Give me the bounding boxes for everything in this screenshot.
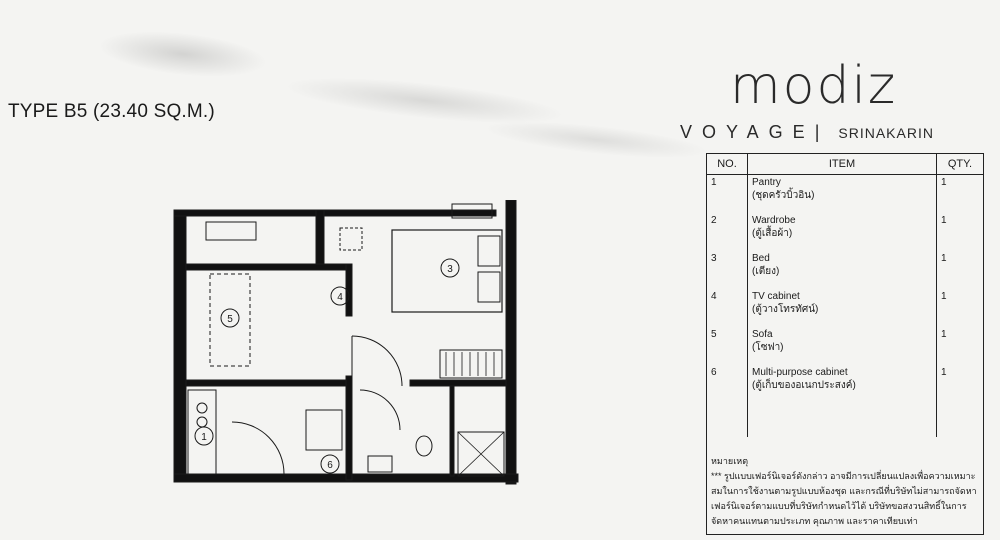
brand-line1: VOYAGE [680,122,815,142]
marker-6: 6 [327,460,333,471]
header-qty: QTY. [936,154,983,175]
brand-subtitle: VOYAGE| SRINAKARIN [680,122,934,142]
legend-row: 6 Multi-purpose cabinet(ตู้เก็บของอเนกปร… [707,365,983,403]
header-no: NO. [707,154,748,175]
legend-note: หมายเหตุ *** รูปแบบเฟอร์นิเจอร์ดังกล่าว … [711,454,979,529]
left-wall [173,209,187,481]
brand-logo: modiz [730,60,930,112]
note-text: *** รูปแบบเฟอร์นิเจอร์ดังกล่าว อาจมีการเ… [711,471,977,526]
legend-row: 2 Wardrobe(ตู้เสื้อผ้า) 1 [707,213,983,251]
furniture-legend: NO. ITEM QTY. 1 Pantry(ชุดครัวบิ้วอิน) 1… [706,153,984,535]
header-item: ITEM [747,154,937,175]
note-title: หมายเหตุ [711,456,749,466]
marker-4: 4 [337,292,343,303]
brand-line2: SRINAKARIN [838,125,934,141]
top-wall-right [315,209,497,217]
unit-type-title: TYPE B5 (23.40 SQ.M.) [8,101,215,122]
scan-noise [34,0,746,197]
marker-5: 5 [227,314,233,325]
legend-row: 4 TV cabinet(ตู้วางโทรทัศน์) 1 [707,289,983,327]
legend-row: 3 Bed(เตียง) 1 [707,251,983,289]
legend-row: 5 Sofa(โซฟา) 1 [707,327,983,365]
floor-plan: 3 4 5 1 6 [173,200,519,485]
marker-1: 1 [201,432,207,443]
legend-table: NO. ITEM QTY. 1 Pantry(ชุดครัวบิ้วอิน) 1… [707,154,983,437]
brand-wordmark: modiz [730,56,898,116]
right-wall [505,200,517,485]
legend-row: 1 Pantry(ชุดครัวบิ้วอิน) 1 [707,174,983,213]
legend-empty-row [707,403,983,437]
marker-3: 3 [447,264,453,275]
